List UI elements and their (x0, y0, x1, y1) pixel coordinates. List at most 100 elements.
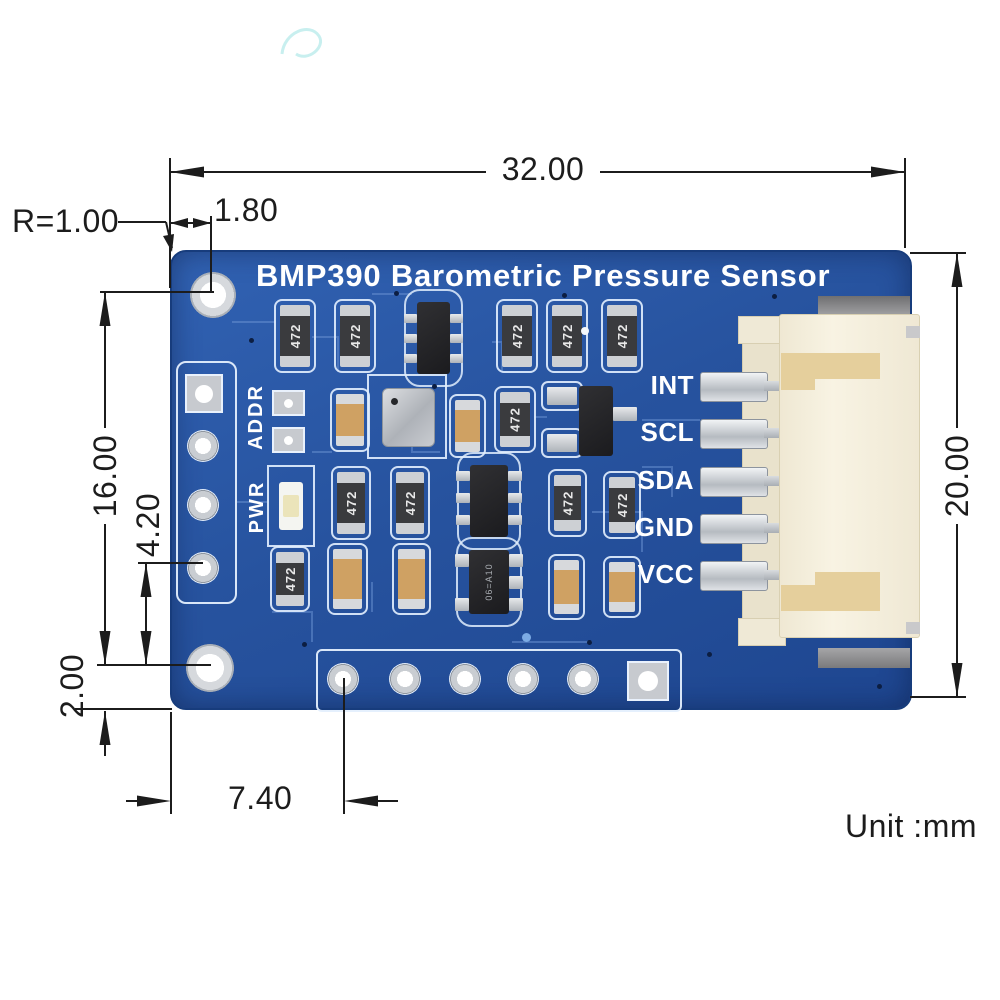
pin-label-gnd: GND (634, 512, 694, 542)
ic-pin (404, 354, 417, 363)
resistor-472: 472 (270, 546, 310, 612)
light-via-dot (522, 633, 531, 642)
resistor-472: 472 (331, 466, 371, 540)
ic-pin (508, 471, 522, 481)
resistor-472: 472 (390, 466, 430, 540)
addr-jumper-pad-1 (272, 390, 305, 416)
left-pad-silkscreen-box (176, 361, 237, 604)
pin-label-scl: SCL (640, 417, 694, 447)
connector-pin (764, 476, 786, 486)
connector-pin (764, 570, 786, 580)
left-pad-3 (187, 552, 219, 584)
capacitor (548, 554, 585, 620)
bottom-pad-5 (567, 663, 599, 695)
dim-hole-pitch-y: 16.00 (86, 434, 123, 518)
dim-board-height: 20.00 (938, 434, 975, 518)
ic-pin (508, 493, 522, 503)
via-dot (587, 640, 592, 645)
ic-pin (404, 314, 417, 323)
capacitor (392, 543, 431, 615)
connector-tab-top (738, 316, 786, 344)
capacitor (327, 543, 368, 615)
left-pad-square (185, 374, 223, 413)
connector-pin (764, 428, 786, 438)
addr-jumper-pad-2 (272, 427, 305, 453)
dim-hole-offset-x: 1.80 (214, 192, 279, 228)
left-pad-2 (187, 489, 219, 521)
bottom-pad-3 (449, 663, 481, 695)
solder-pad-gnd (700, 514, 768, 544)
dim-board-width: 32.00 (501, 151, 585, 187)
resistor-472: 472 (334, 299, 376, 373)
via-dot (302, 642, 307, 647)
connector-right-tab-top (906, 326, 920, 338)
ic-pin (450, 314, 463, 323)
ic-pin (450, 334, 463, 343)
ic-regulator-sot23-5: 06=A10 (456, 537, 522, 627)
ic-pin (456, 493, 470, 503)
unit-note: Unit :mm (845, 808, 977, 844)
ic-pin (404, 334, 417, 343)
resistor-472: 472 (601, 299, 643, 373)
ic-pin (450, 354, 463, 363)
resistor-472: 472 (496, 299, 538, 373)
connector-shell-bottom (818, 648, 910, 668)
ic-pin (455, 598, 469, 611)
bottom-pad-square (627, 661, 669, 701)
via-dot (707, 652, 712, 657)
bottom-pad-silkscreen-box (316, 649, 682, 712)
solder-pad-vcc (700, 561, 768, 591)
connector-latch-bottom (781, 585, 880, 611)
dim-edge-to-pad: 7.40 (228, 780, 293, 816)
addr-label: ADDR (244, 384, 267, 450)
via-dot (772, 294, 777, 299)
solder-pad-scl (700, 419, 768, 449)
transistor-sot23 (579, 386, 613, 456)
bmp390-sensor-chip (382, 388, 435, 447)
capacitor (449, 394, 486, 458)
connector-latch-bottom-step (815, 572, 880, 585)
watermark-mark (280, 28, 323, 58)
connector-shell-top (818, 296, 910, 318)
via-dot (432, 384, 437, 389)
solder-pad-sda (700, 467, 768, 497)
ic-pin (509, 598, 523, 611)
connector-latch-top-step (781, 377, 815, 390)
connector-pin (764, 381, 786, 391)
bottom-pad-4 (507, 663, 539, 695)
pin-label-int: INT (650, 370, 694, 400)
ic-soic8 (457, 452, 521, 550)
transistor-pad (541, 381, 583, 411)
white-via-dot (581, 327, 589, 335)
ic-pin (456, 471, 470, 481)
left-pad-1 (187, 430, 219, 462)
power-led (279, 482, 303, 530)
connector-tab-bottom (738, 618, 786, 646)
resistor-472: 472 (548, 469, 587, 537)
connector-latch-top (781, 353, 880, 379)
transistor-pad (541, 428, 583, 458)
resistor-472: 472 (603, 471, 641, 539)
via-dot (877, 684, 882, 689)
dim-hole-to-edge: 2.00 (53, 653, 90, 719)
pin-label-vcc: VCC (637, 559, 694, 589)
board-title: BMP390 Barometric Pressure Sensor (256, 258, 831, 293)
ic-sot23-6 (404, 289, 463, 387)
connector-right-tab-bottom (906, 622, 920, 634)
resistor-472: 472 (494, 386, 536, 453)
ic-pin (509, 576, 523, 589)
resistor-472: 472 (546, 299, 588, 373)
connector-pin (764, 523, 786, 533)
via-dot (394, 291, 399, 296)
capacitor (603, 556, 641, 618)
via-dot (562, 293, 567, 298)
ic-pin (455, 554, 469, 567)
ic-pin (456, 515, 470, 525)
pwr-label: PWR (245, 480, 268, 534)
ic-pin (509, 554, 523, 567)
transistor-pad (613, 407, 637, 421)
pin-label-sda: SDA (637, 465, 694, 495)
resistor-472: 472 (274, 299, 316, 373)
mounting-hole-top-left (190, 272, 236, 318)
